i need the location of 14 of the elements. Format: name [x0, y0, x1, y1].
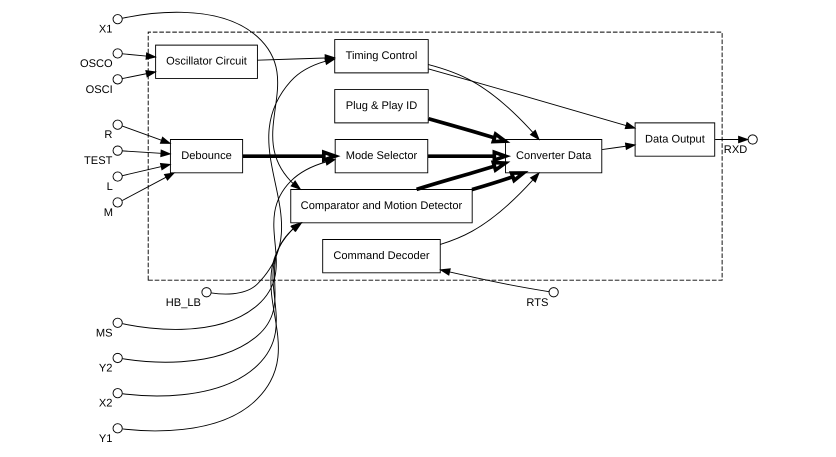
node-label: HB_LB [165, 296, 200, 309]
node-label: X1 [98, 24, 112, 36]
node-label: MS [95, 327, 112, 340]
node-label: R [104, 129, 112, 142]
node-label: Y2 [98, 362, 112, 374]
node-label: TEST [84, 155, 112, 168]
node-label: OSCO [80, 58, 112, 70]
node-label: RTS [526, 296, 548, 309]
node-label: OSCI [85, 84, 112, 96]
node-label: M [103, 206, 113, 219]
node-label: X2 [98, 398, 112, 410]
node-label: L [106, 181, 112, 194]
node-label: RXD [723, 144, 747, 156]
node-label: Y1 [98, 432, 112, 445]
